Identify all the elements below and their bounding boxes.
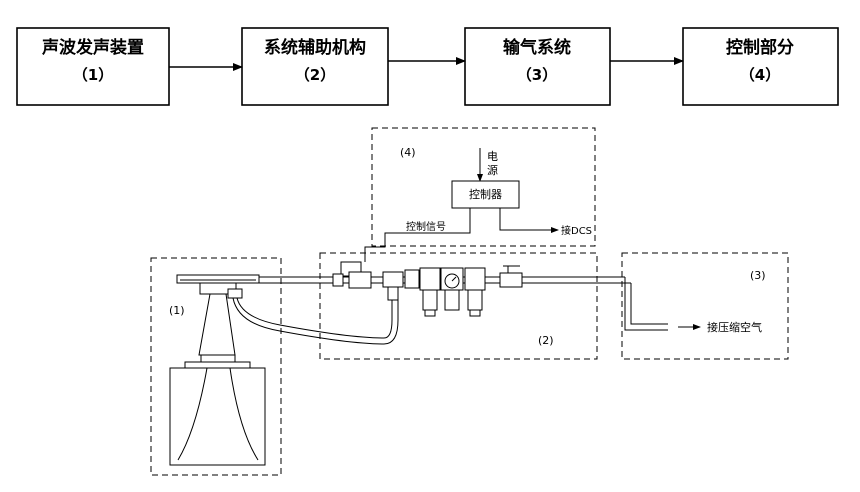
solenoid-valve xyxy=(332,261,372,289)
zone-device-label: (1) xyxy=(169,304,185,317)
flow-block-number: （4） xyxy=(740,66,780,84)
dcs-label: 接DCS xyxy=(561,224,592,237)
zone-sound-device xyxy=(150,257,282,476)
flow-block-number: （1） xyxy=(73,66,113,84)
control-signal-line xyxy=(364,208,471,262)
controller-label: 控制器 xyxy=(469,187,502,201)
flow-block-title: 输气系统 xyxy=(503,37,571,58)
pipe-connector xyxy=(404,269,420,289)
ball-valve xyxy=(499,265,523,288)
flow-block-title: 声波发声装置 xyxy=(41,37,144,58)
pressure-regulator xyxy=(440,267,464,311)
flow-block-control: 控制部分 （4） xyxy=(682,27,839,106)
zone-air-label: (3) xyxy=(750,269,766,282)
control-signal-label: 控制信号 xyxy=(406,220,446,233)
flow-block-number: （3） xyxy=(517,66,557,84)
flow-block-sound-device: 声波发声装置 （1） xyxy=(16,27,170,106)
zone-air-supply xyxy=(621,252,789,360)
dcs-line xyxy=(499,208,559,233)
flow-block-air-system: 输气系统 （3） xyxy=(464,27,611,106)
zone-control xyxy=(371,127,596,247)
flow-block-title: 控制部分 xyxy=(726,37,794,58)
compressed-air-label: 接压缩空气 xyxy=(707,320,762,334)
power-label-char: 电 xyxy=(487,150,498,163)
sound-generator-device xyxy=(169,274,266,466)
controller-box: 控制器 xyxy=(451,180,520,209)
flow-block-title: 系统辅助机构 xyxy=(264,37,366,58)
oil-mist-lubricator xyxy=(464,267,486,317)
flow-block-number: （2） xyxy=(295,66,335,84)
zone-aux-mechanism xyxy=(319,252,598,360)
flow-block-aux-mechanism: 系统辅助机构 （2） xyxy=(241,27,389,106)
air-filter xyxy=(419,267,441,317)
tee-fitting xyxy=(382,271,404,301)
power-label-char: 源 xyxy=(487,163,498,177)
flexible-hose xyxy=(232,297,399,345)
zone-aux-label: (2) xyxy=(538,334,554,347)
zone-control-label: (4) xyxy=(400,146,416,159)
